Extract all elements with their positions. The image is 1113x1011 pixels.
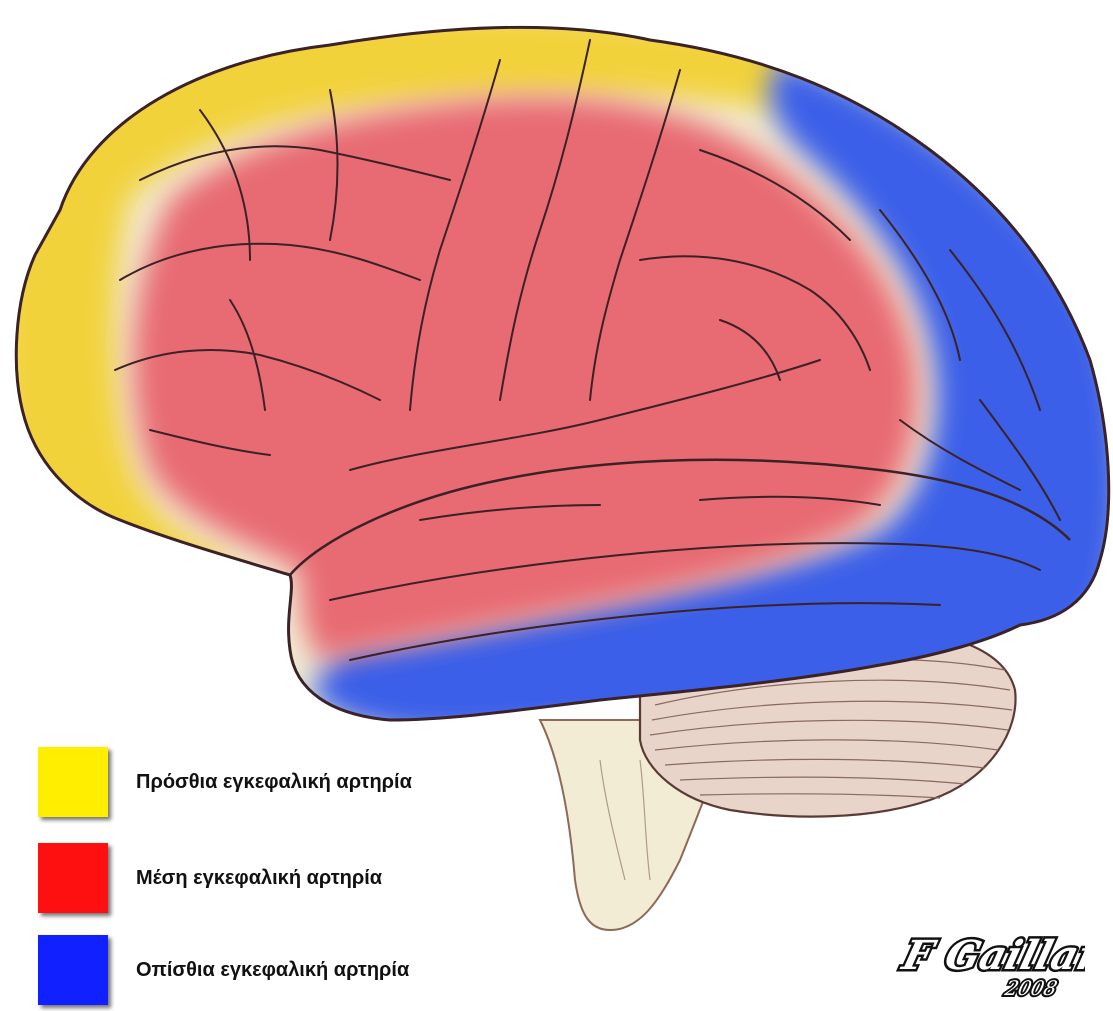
legend-label-anterior: Πρόσθια εγκεφαλική αρτηρία — [136, 771, 412, 794]
legend-item-anterior: Πρόσθια εγκεφαλική αρτηρία — [38, 747, 638, 817]
legend-label-posterior: Οπίσθια εγκεφαλική αρτηρία — [136, 959, 409, 982]
legend-item-middle: Μέση εγκεφαλική αρτηρία — [38, 843, 638, 913]
author-signature: F Gaillard 2008 — [875, 911, 1085, 1001]
legend-swatch-posterior — [38, 935, 108, 1005]
signature-year: 2008 — [1002, 976, 1060, 1000]
legend-swatch-anterior — [38, 747, 108, 817]
signature-name: F Gaillard — [897, 932, 1085, 979]
legend-item-posterior: Οπίσθια εγκεφαλική αρτηρία — [38, 935, 638, 1005]
legend-label-middle: Μέση εγκεφαλική αρτηρία — [136, 867, 382, 890]
legend-swatch-middle — [38, 843, 108, 913]
